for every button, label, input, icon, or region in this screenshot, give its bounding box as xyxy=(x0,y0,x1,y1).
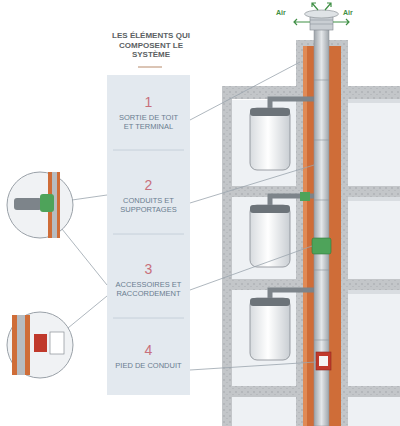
leader-lines xyxy=(62,62,316,370)
legend-item: 2CONDUITS ET SUPPORTAGES xyxy=(107,178,190,214)
duct-accessories xyxy=(300,192,331,370)
band-separators xyxy=(113,150,184,318)
detail-inset xyxy=(7,312,73,378)
water-heaters xyxy=(250,99,314,360)
roof-terminal xyxy=(305,10,339,30)
legend-item: 4PIED DE CONDUIT xyxy=(107,343,190,370)
air-label: Air xyxy=(343,9,353,17)
legend-item: 1SORTIE DE TOIT ET TERMINAL xyxy=(107,95,190,131)
air-arrows xyxy=(294,3,349,25)
item-label: ACCESSOIRES ET RACCORDEMENT xyxy=(115,280,183,298)
title-rule xyxy=(138,67,162,68)
diagram-title: LES ÉLÉMENTS QUI COMPOSENT LE SYSTÈME xyxy=(112,31,190,60)
detail-inset xyxy=(7,172,73,238)
callout-number: 2 xyxy=(107,178,190,193)
callout-number: 3 xyxy=(107,262,190,277)
callout-number: 4 xyxy=(107,343,190,358)
chimney-stack xyxy=(296,28,348,426)
item-label: PIED DE CONDUIT xyxy=(115,361,183,370)
legend-band xyxy=(107,75,190,395)
callout-number: 1 xyxy=(107,95,190,110)
item-label: CONDUITS ET SUPPORTAGES xyxy=(115,196,183,214)
item-label: SORTIE DE TOIT ET TERMINAL xyxy=(115,113,183,131)
legend-item: 3ACCESSOIRES ET RACCORDEMENT xyxy=(107,262,190,298)
air-label: Air xyxy=(276,9,286,17)
